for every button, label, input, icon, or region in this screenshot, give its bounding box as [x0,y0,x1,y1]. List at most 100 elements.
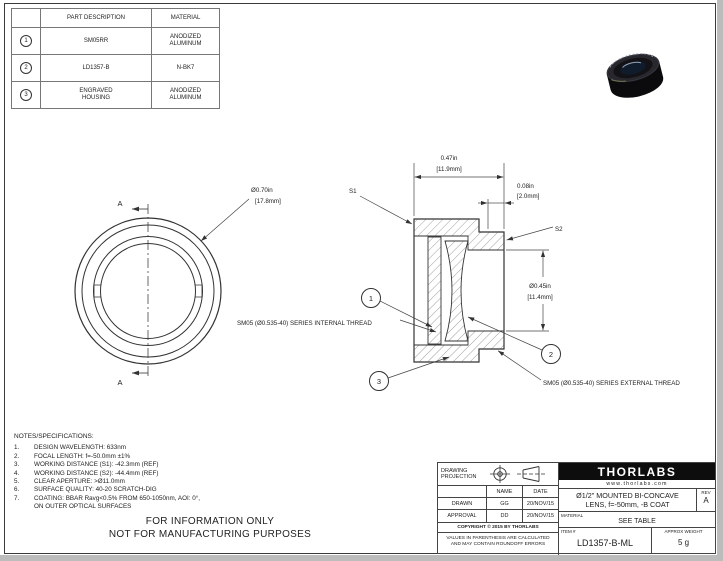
external-thread-leader [497,350,542,381]
item-number-cell: ITEM # LD1357-B-ML [559,528,652,553]
website-text: www.thorlabs.com [559,480,715,489]
bore-value: Ø0.45in [529,283,551,290]
item-2-balloon: 2 [20,62,32,74]
balloon-2 [541,344,561,364]
drawing-title-line1: Ø1/2" MOUNTED BI-CONCAVE [576,491,679,500]
note-text: FOCAL LENGTH: f=-50.0mm ±1% [34,452,131,460]
material-label: MATERIAL [561,513,584,518]
note-number: 6. [14,486,20,494]
sheet-border [4,3,716,554]
page-edge-bottom [0,555,723,561]
bore-mm: [11.4mm] [527,294,553,301]
balloon-3 [369,371,389,391]
ring-slot-left [93,284,101,298]
weight-cell: APPROX WEIGHT 5 g [652,528,715,553]
rev-label: REV [701,490,711,495]
approval-name: DD [487,510,522,522]
part-description-cell: ENGRAVED HOUSING [41,82,151,108]
note-number: 1. [14,444,20,452]
balloon-3-number: 3 [377,377,381,386]
outer-diameter-value: Ø0.70in [251,187,273,194]
tip-value: 0.08in [517,183,534,190]
item-3-balloon: 3 [20,89,32,101]
approval-label: APPROVAL [438,510,486,522]
drawn-date: 20/NOV/15 [523,498,558,509]
part-material-cell: ANODIZED ALUMINUM [152,28,219,54]
section-label-top: A [117,199,122,208]
note-item: 1.DESIGN WAVELENGTH: 633nm [14,444,314,452]
external-thread-note: SM05 (Ø0.535-40) SERIES EXTERNAL THREAD [543,380,680,387]
rev-cell: REV A [696,489,715,512]
note-item: 2.FOCAL LENGTH: f=-50.0mm ±1% [14,453,314,461]
part-description-cell: LD1357-B [41,55,151,81]
housing-top-wall [413,218,505,251]
balloon-1 [361,288,381,308]
length-value: 0.47in [441,155,458,162]
disclaimer-line2: NOT FOR MANUFACTURING PURPOSES [108,528,312,540]
item-value: LD1357-B-ML [576,538,634,548]
photo-lens-glint [622,61,642,68]
length-mm: [11.9mm] [436,166,462,173]
part-material-cell: N-BK7 [152,55,219,81]
product-photo [606,53,664,98]
section-label-bottom: A [117,378,122,387]
name-header: NAME [487,486,522,497]
copyright-text: COPYRIGHT © 2015 BY THORLABS [438,523,559,533]
projection-label: DRAWING PROJECTION [441,467,477,481]
note-text: WORKING DISTANCE (S2): -44.4mm (REF) [34,469,159,477]
material-value: SEE TABLE [618,518,656,525]
photo-rim-glint [610,79,627,82]
item-1-balloon: 1 [20,35,32,47]
approval-table-blank [438,486,486,497]
surface1-label: S1 [349,188,357,195]
balloon-1-number: 1 [369,294,373,303]
biconcave-lens-section [444,240,469,342]
retaining-ring-section [427,236,442,345]
note-text: WORKING DISTANCE (S1): -42.3mm (REF) [34,461,159,469]
note-item: 6. SURFACE QUALITY: 40-20 SCRATCH-DIG [14,486,314,494]
approval-table: NAME DATE DRAWN GG 20/NOV/15 APPROVAL DD… [438,486,559,523]
balloon-3-leader [387,356,450,379]
note-text: COATING: BBAR Ravg<0.5% FROM 650-1050nm,… [34,494,201,511]
date-header: DATE [523,486,558,497]
tip-mm: [2.0mm] [517,193,540,200]
title-block: DRAWING PROJECTION NAME DATE DRAWN GG 20… [437,462,716,556]
note-number: 5. [14,478,20,486]
surface2-label: S2 [555,226,563,233]
surface2-leader [506,226,554,241]
photo-engraving [609,53,654,68]
projection-cell: DRAWING PROJECTION [438,463,559,486]
ring-slot-right [195,284,203,298]
part-description-cell: SM05RR [41,28,151,54]
rev-value: A [703,496,709,505]
housing-bottom-wall [413,330,505,363]
part-item-cell: 2 [12,55,40,81]
parts-table: PART DESCRIPTION MATERIAL 1 SM05RR ANODI… [11,8,220,109]
front-view: A A Ø0.70in [17.8mm] [74,187,281,387]
parenthesis-note-text: VALUES IN PARENTHESIS ARE CALCULATED AND… [446,536,550,547]
balloon-1-leader [379,300,433,328]
note-number: 4. [14,469,20,477]
weight-value: 5 g [677,538,690,547]
notes-title: NOTES/SPECIFICATIONS: [14,433,94,440]
balloon-2-leader [467,316,543,351]
parts-header-material: MATERIAL [152,9,219,27]
material-cell: MATERIAL SEE TABLE [559,512,715,528]
part-material-cell: ANODIZED ALUMINUM [152,82,219,108]
note-text: CLEAR APERTURE: >Ø11.0mm [34,478,125,486]
drawing-title: Ø1/2" MOUNTED BI-CONCAVE LENS, f=-50mm, … [559,489,696,512]
outer-diameter-mm: [17.8mm] [255,198,281,205]
notes-specifications: NOTES/SPECIFICATIONS: 1.DESIGN WAVELENGT… [14,433,314,512]
outer-diameter-leader [200,198,250,242]
approval-date: 20/NOV/15 [523,510,558,522]
section-view: 0.47in [11.9mm] 0.08in [2.0mm] Ø0.45in [… [237,155,680,391]
balloon-2-number: 2 [549,350,553,359]
internal-thread-leader [399,319,437,333]
note-item: 4. WORKING DISTANCE (S2): -44.4mm (REF) [14,470,314,478]
parts-header-description: PART DESCRIPTION [41,9,151,27]
note-number: 7. [14,494,20,502]
note-text: SURFACE QUALITY: 40-20 SCRATCH-DIG [34,486,157,494]
surface1-leader [359,195,413,225]
